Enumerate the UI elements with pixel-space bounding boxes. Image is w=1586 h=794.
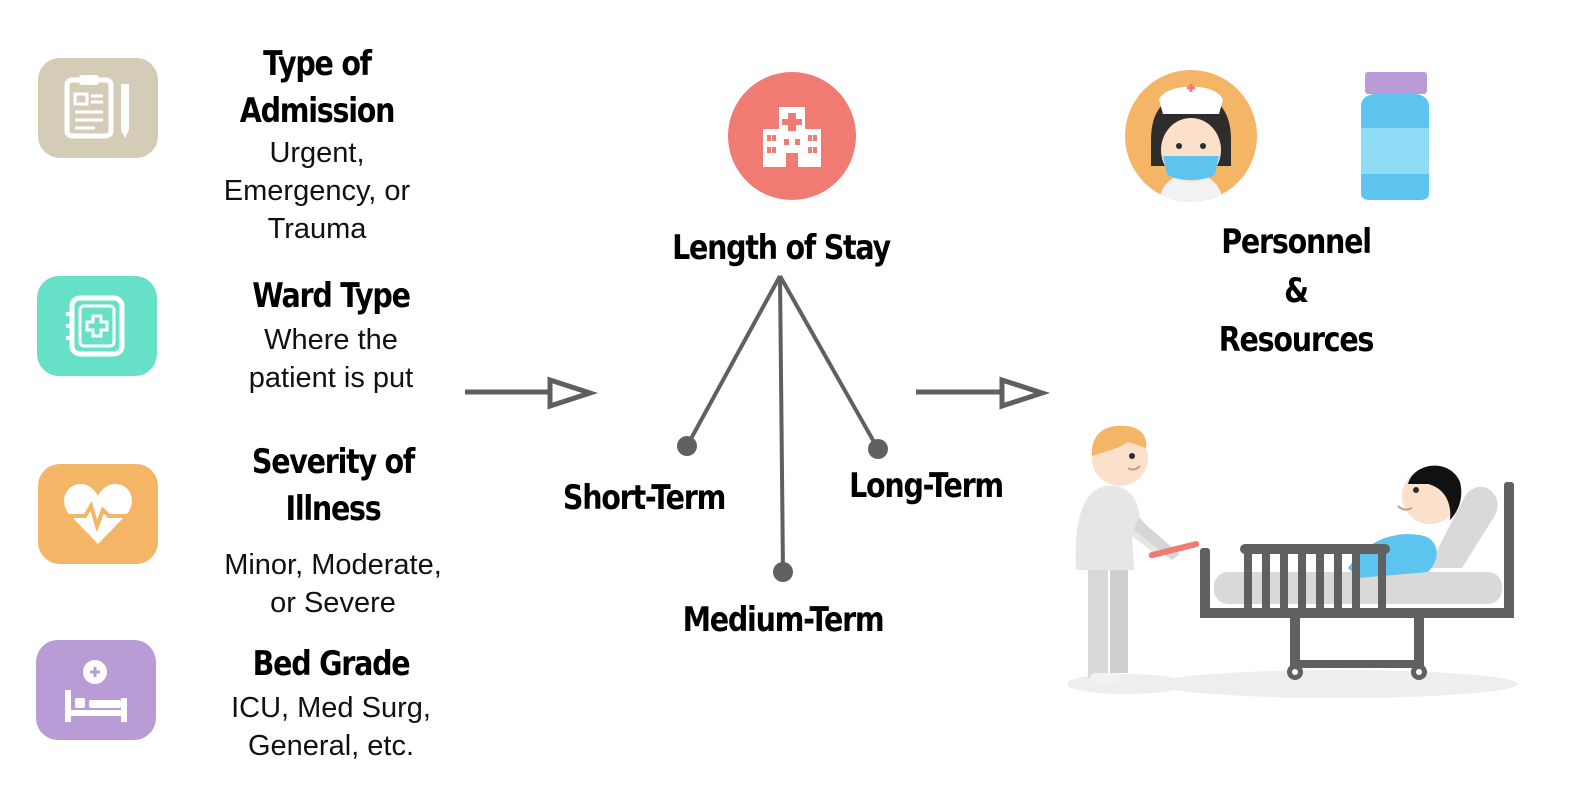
heartbeat-icon xyxy=(63,484,133,544)
hospital-bed-icon xyxy=(65,660,127,722)
length-of-stay-title: Length of Stay xyxy=(672,228,891,268)
branch-node-long xyxy=(868,439,888,459)
factor-desc-ward: Where the patient is put xyxy=(248,324,414,394)
medicine-bottle-icon xyxy=(1361,72,1429,200)
hospital-building-badge xyxy=(728,72,856,200)
outcome-title: Personnel & Resources xyxy=(1218,222,1375,360)
factor-title-ward: Ward Type xyxy=(252,276,411,316)
branch-label-medium-term: Medium-Term xyxy=(682,600,885,640)
branch-node-short xyxy=(677,436,697,456)
stay-branch-tree xyxy=(677,275,888,582)
branch-node-medium xyxy=(773,562,793,582)
branch-label-short-term: Short-Term xyxy=(562,478,726,518)
clipboard-icon xyxy=(64,75,129,139)
nurse-icon xyxy=(1125,70,1257,202)
arrow-factors-to-stay xyxy=(465,376,599,410)
bed-grade-icon-tile xyxy=(36,640,156,740)
factor-desc-bed-grade: ICU, Med Surg, General, etc. xyxy=(231,692,431,762)
branch-label-long-term: Long-Term xyxy=(849,466,1004,506)
arrow-stay-to-resources xyxy=(916,376,1051,410)
admission-icon-tile xyxy=(38,58,158,158)
ward-icon-tile xyxy=(37,276,157,376)
factor-desc-severity: Minor, Moderate, or Severe xyxy=(224,549,442,619)
factor-title-bed-grade: Bed Grade xyxy=(252,644,411,684)
factor-desc-admission: Urgent, Emergency, or Trauma xyxy=(223,137,411,245)
factor-title-severity: Severity of Illness xyxy=(251,442,415,529)
medical-kit-icon xyxy=(66,295,125,357)
patient-in-bed-icon xyxy=(1068,425,1518,698)
severity-icon-tile xyxy=(38,464,158,564)
factor-title-admission: Type of Admission xyxy=(239,44,396,131)
hospital-building-icon xyxy=(763,107,821,167)
